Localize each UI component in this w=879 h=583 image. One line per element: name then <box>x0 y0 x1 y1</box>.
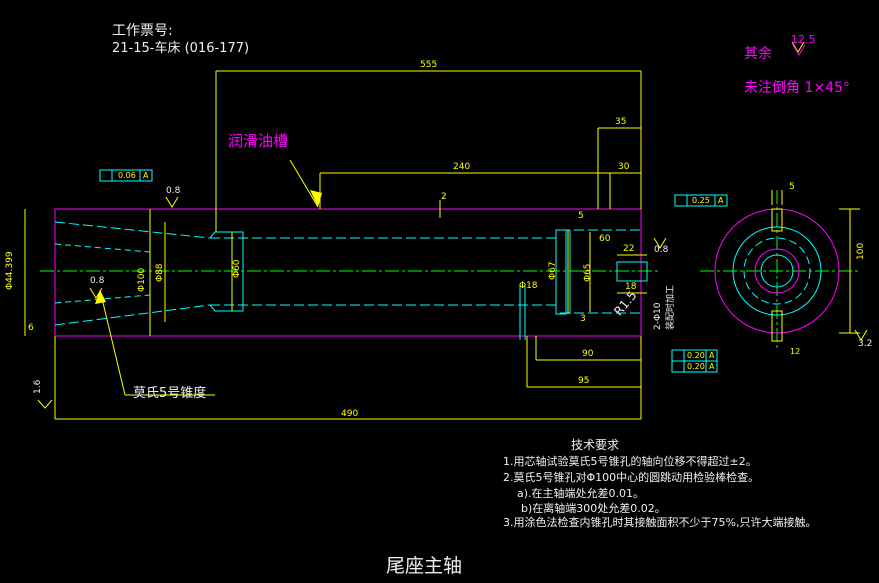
tolerance-value-c: 0.20 <box>687 351 705 360</box>
dia-65: Φ65 <box>583 263 593 282</box>
dim-100: 100 <box>856 242 866 260</box>
roughness-08-bore: 0.8 <box>90 276 105 286</box>
dim-30: 30 <box>618 162 630 172</box>
holes-label: 2-Φ10 <box>653 302 663 330</box>
dim-240: 240 <box>453 162 471 172</box>
dia-44: Φ44.399 <box>5 251 15 290</box>
roughness-08-top: 0.8 <box>166 186 181 196</box>
oil-groove-label: 润滑油槽 <box>228 132 289 150</box>
dia-60: Φ60 <box>232 259 242 278</box>
dim-5-section: 5 <box>789 182 795 192</box>
dim-22: 22 <box>623 244 635 254</box>
bore-solid <box>209 229 571 340</box>
center-lines <box>40 190 860 350</box>
dim-5-top: 5 <box>578 211 584 221</box>
dia-67: Φ67 <box>548 261 558 280</box>
dia-18: Φ18 <box>519 281 538 291</box>
tolerance-value-a: 0.06 <box>118 171 136 180</box>
requirements-title: 技术要求 <box>571 438 620 452</box>
roughness-value: 12.5 <box>791 33 816 46</box>
requirement-item: 2.莫氏5号锥孔对Φ100中心的圆跳动用检验棒检查。 <box>503 471 760 484</box>
remaining-roughness-label: 其余 <box>744 46 772 62</box>
section-view <box>714 208 840 342</box>
tolerance-value-b: 0.25 <box>692 196 710 205</box>
roughness-08-right: 0.8 <box>654 245 669 255</box>
requirement-item: a).在主轴端处允差0.01。 <box>517 487 645 500</box>
work-order-label: 工作票号: <box>112 23 173 39</box>
work-order-value: 21-15-车床 (016-177) <box>112 41 250 56</box>
datum-a-1: A <box>143 171 149 180</box>
morse-taper-label: 莫氏5号锥度 <box>133 386 207 401</box>
dim-12: 12 <box>790 347 801 356</box>
dim-95: 95 <box>578 376 590 386</box>
roughness-16: 1.6 <box>33 379 43 394</box>
dia-88: Φ88 <box>155 263 165 282</box>
chamfer-note: 未注倒角 1×45° <box>744 80 850 96</box>
leader-arrows <box>95 190 322 304</box>
shaft-stub <box>616 261 648 282</box>
dim-3: 3 <box>580 314 586 324</box>
dim-90: 90 <box>582 349 594 359</box>
hidden-lines <box>54 221 640 326</box>
assembly-note: 装配时加工 <box>666 284 676 330</box>
dim-2: 2 <box>441 192 447 202</box>
shaft-outline <box>54 208 642 337</box>
dim-555: 555 <box>420 60 438 70</box>
tolerance-value-d: 0.20 <box>687 362 705 371</box>
drawing-title: 尾座主轴 <box>386 555 463 577</box>
requirement-item: 1.用芯轴试验莫氏5号锥孔的轴向位移不得超过±2。 <box>503 455 757 468</box>
tolerance-frames <box>99 169 728 373</box>
datum-a-3: A <box>709 351 715 360</box>
datum-a-4: A <box>709 362 715 371</box>
roughness-32: 3.2 <box>858 339 873 349</box>
requirement-item: 3.用涂色法检查内锥孔时其接触面积不少于75%,只许大端接触。 <box>503 516 817 529</box>
datum-a-2: A <box>718 196 724 205</box>
dim-60: 60 <box>599 234 611 244</box>
dim-6: 6 <box>28 323 34 333</box>
dimension-lines <box>24 70 860 420</box>
dim-35: 35 <box>615 117 627 127</box>
dim-490: 490 <box>341 409 359 419</box>
roughness-remaining-symbol <box>792 44 806 56</box>
dia-100: Φ100 <box>137 267 147 292</box>
roughness-symbols <box>37 41 868 409</box>
requirement-item: b)在离轴端300处允差0.02。 <box>521 502 666 515</box>
dim-18: 18 <box>625 282 637 292</box>
